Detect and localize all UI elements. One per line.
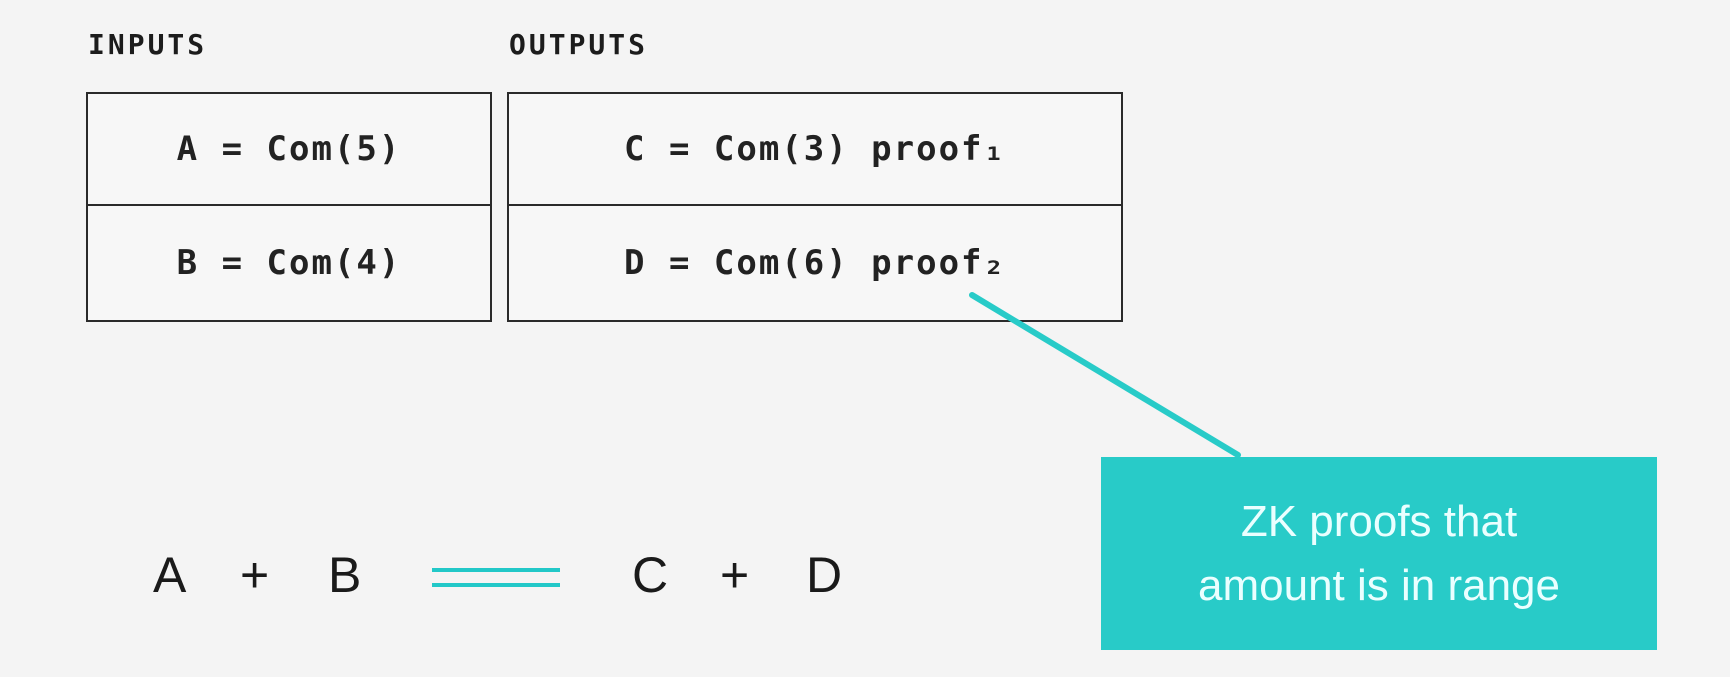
input-row-a: A = Com(5) [88, 94, 490, 206]
input-row-b: B = Com(4) [176, 243, 402, 283]
equation-plus-right: + [720, 547, 750, 603]
output-row-c: C = Com(3) proof₁ [509, 94, 1121, 206]
inputs-label: INPUTS [88, 28, 208, 61]
outputs-label: OUTPUTS [509, 28, 649, 61]
callout-line-1: ZK proofs that [1240, 496, 1518, 546]
inputs-table: A = Com(5) B = Com(4) [86, 92, 492, 322]
callout-line-2: amount is in range [1198, 560, 1560, 610]
equation-c: C [632, 547, 669, 603]
equals-sign-bottom-bar [432, 583, 560, 587]
outputs-table: C = Com(3) proof₁ D = Com(6) proof₂ [507, 92, 1123, 322]
equation-b: B [328, 547, 362, 603]
equation-plus-left: + [240, 547, 270, 603]
equation-d: D [806, 547, 843, 603]
output-row-d: D = Com(6) proof₂ [624, 243, 1006, 283]
equation-a: A [153, 547, 187, 603]
zk-proof-callout: ZK proofs that amount is in range [1101, 457, 1657, 650]
equals-sign-top-bar [432, 568, 560, 572]
